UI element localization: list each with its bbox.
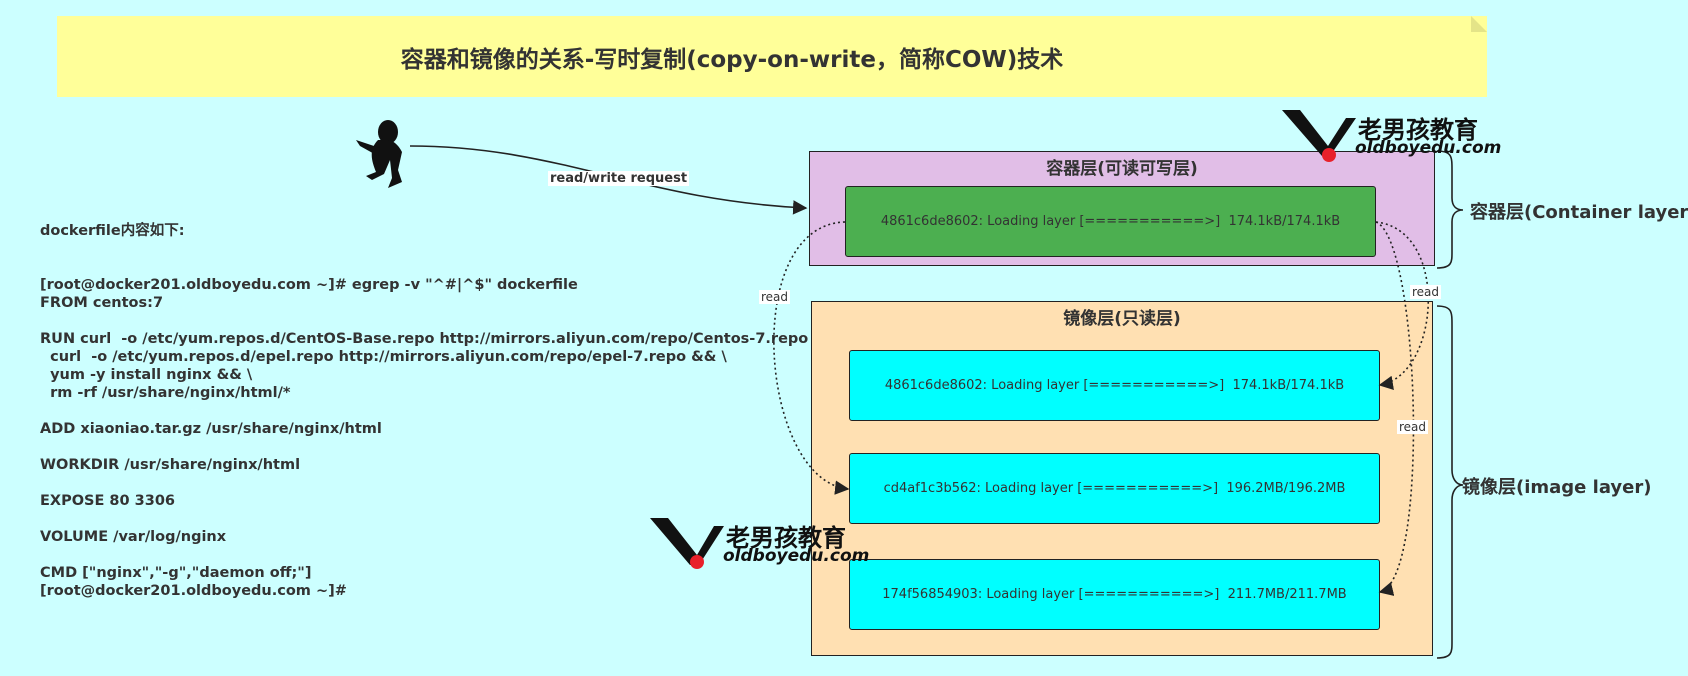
page-title: 容器和镜像的关系-写时复制(copy-on-write，简称COW)技术 [400,46,1064,73]
code-line: WORKDIR /usr/share/nginx/html [40,457,301,473]
image-layer-1: 4861c6de8602: Loading layer [===========… [849,350,1380,421]
code-line: ADD xiaoniao.tar.gz /usr/share/nginx/htm… [40,421,382,437]
request-edge-label: read/write request [548,171,690,186]
image-side-label: 镜像层(image layer) [1462,477,1652,498]
read-arrow-right-bottom [1375,221,1415,596]
read-edge-label-right-bottom: read [1397,420,1429,434]
image-layer-3: 174f56854903: Loading layer [===========… [849,559,1380,630]
code-line: rm -rf /usr/share/nginx/html/* [40,385,291,401]
dockerfile-code: dockerfile内容如下: [root@docker201.oldboyedu… [40,222,849,600]
image-brace [1436,305,1464,659]
read-edge-label-left: read [759,290,791,304]
logo-mark-top [1282,110,1356,162]
read-arrow-right-top [1375,221,1430,390]
container-rw-layer: 4861c6de8602: Loading layer [===========… [845,186,1376,257]
code-line: yum -y install nginx && \ [40,367,253,383]
read-arrow-left [773,221,850,495]
logo-text-en-top: oldboyedu.com [1355,138,1502,158]
container-side-label: 容器层(Container layer) [1470,202,1688,223]
logo-text-cn-top: 老男孩教育 [1358,116,1478,144]
container-brace [1436,150,1464,269]
logo-text-en-bottom: oldboyedu.com [723,546,870,566]
code-line: [root@docker201.oldboyedu.com ~]# egrep … [40,277,578,293]
code-line: FROM centos:7 [40,295,164,311]
person-silhouette-icon [356,120,402,188]
code-line: dockerfile内容如下: [40,223,185,239]
container-layer-title: 容器层(可读可写层) [1046,159,1198,179]
code-line: EXPOSE 80 3306 [40,493,176,509]
code-line: VOLUME /var/log/nginx [40,529,227,545]
title-banner: 容器和镜像的关系-写时复制(copy-on-write，简称COW)技术 [57,16,1487,97]
code-line: curl -o /etc/yum.repos.d/epel.repo http:… [40,349,727,365]
code-line: CMD ["nginx","-g","daemon off;"] [40,565,312,581]
image-layer-2: cd4af1c3b562: Loading layer [===========… [849,453,1380,524]
image-layer-title: 镜像层(只读层) [1063,309,1181,329]
read-edge-label-right-top: read [1410,285,1442,299]
logo-text-cn-bottom: 老男孩教育 [726,524,846,552]
code-line: RUN curl -o /etc/yum.repos.d/CentOS-Base… [40,331,849,347]
logo-mark-bottom [650,518,724,569]
code-line: [root@docker201.oldboyedu.com ~]# [40,583,347,599]
